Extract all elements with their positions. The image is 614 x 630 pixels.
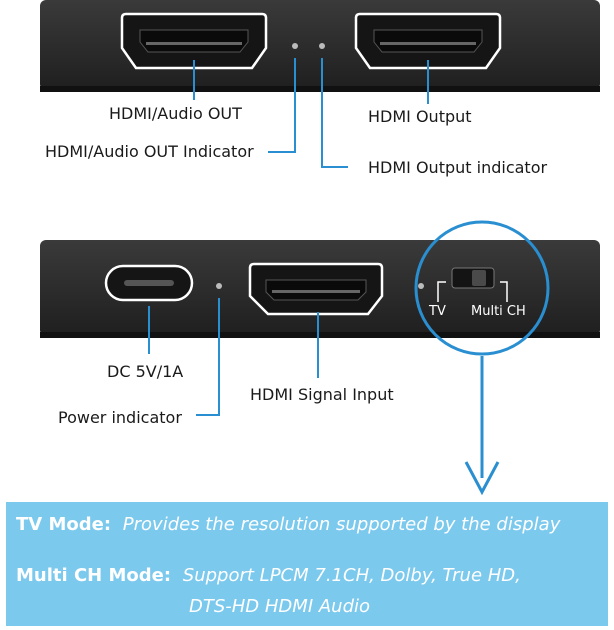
label-hdmi-audio-out-indicator: HDMI/Audio OUT Indicator (45, 142, 254, 161)
mode-info-box: TV Mode: Provides the resolution support… (6, 502, 608, 626)
hdmi-output-port (354, 12, 502, 70)
label-hdmi-output-indicator: HDMI Output indicator (368, 158, 548, 177)
dc-power-port (104, 264, 194, 302)
label-switch-tv: TV (429, 304, 446, 319)
label-hdmi-output: HDMI Output (368, 107, 472, 126)
label-switch-multi-ch: Multi CH (471, 304, 526, 319)
top-leader-lines (193, 58, 429, 168)
down-arrow-icon (464, 356, 500, 496)
switch-bracket-lines (437, 281, 508, 302)
multi-ch-mode-value-2: DTS-HD HDMI Audio (189, 596, 371, 617)
multi-ch-mode-row-2: DTS-HD HDMI Audio (189, 596, 370, 617)
tv-mode-row: TV Mode: Provides the resolution support… (16, 514, 560, 535)
label-power-indicator: Power indicator (58, 408, 182, 427)
tv-mode-value: Provides the resolution supported by the… (122, 514, 561, 535)
label-hdmi-signal-input: HDMI Signal Input (250, 385, 394, 404)
switch-zoom-circle (414, 220, 550, 356)
multi-ch-mode-key: Multi CH Mode: (16, 565, 172, 586)
multi-ch-mode-value: Support LPCM 7.1CH, Dolby, True HD, (182, 565, 521, 586)
power-led (216, 283, 222, 289)
multi-ch-mode-row: Multi CH Mode: Support LPCM 7.1CH, Dolby… (16, 565, 521, 586)
tv-mode-key: TV Mode: (16, 514, 112, 535)
switch-led (418, 283, 424, 289)
hdmi-signal-input-port (248, 262, 384, 316)
hdmi-output-led (319, 43, 325, 49)
hdmi-audio-out-port (120, 12, 268, 70)
hdmi-audio-out-led (292, 43, 298, 49)
label-hdmi-audio-out: HDMI/Audio OUT (109, 104, 242, 123)
mode-switch (451, 267, 495, 289)
bottom-leader-lines (148, 298, 319, 416)
label-dc-power: DC 5V/1A (107, 362, 184, 381)
